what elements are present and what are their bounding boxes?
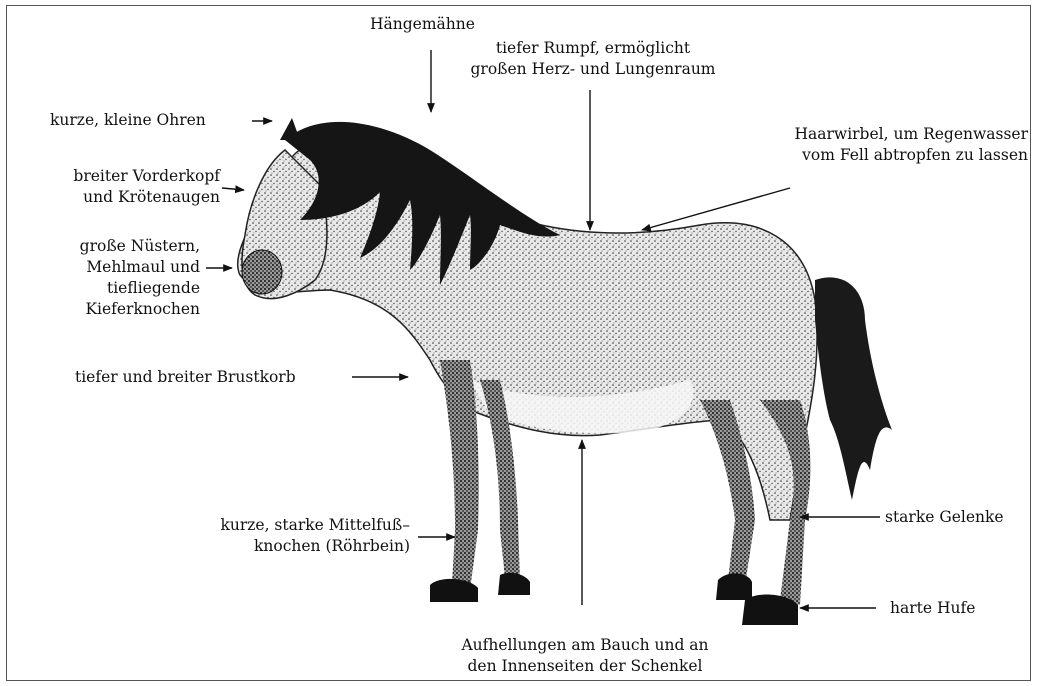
label-brustkorb: tiefer und breiter Brustkorb: [75, 367, 296, 388]
hind-hoof-right: [742, 595, 798, 625]
label-mittelfuss: kurze, starke Mittelfuß– knochen (Röhrbe…: [150, 515, 410, 557]
label-hufe: harte Hufe: [890, 598, 975, 619]
label-haengemaehne: Hängemähne: [370, 14, 475, 35]
label-vorderkopf: breiter Vorderkopf und Krötenaugen: [20, 166, 220, 208]
label-haarwirbel: Haarwirbel, um Regenwasser vom Fell abtr…: [700, 124, 1028, 166]
label-aufhellungen: Aufhellungen am Bauch und an den Innense…: [420, 635, 750, 677]
pony-tail: [815, 277, 892, 500]
label-gelenke: starke Gelenke: [885, 507, 1004, 528]
label-ohren: kurze, kleine Ohren: [50, 110, 206, 131]
arrow-vorderkopf: [222, 188, 244, 190]
label-rumpf: tiefer Rumpf, ermöglicht großen Herz- un…: [468, 38, 718, 80]
pony-ear: [280, 118, 300, 140]
label-nuestern: große Nüstern, Mehlmaul und tiefliegende…: [20, 236, 200, 320]
pony-muzzle: [242, 250, 282, 294]
front-leg-left: [440, 360, 479, 590]
front-hoof-right: [498, 573, 530, 595]
hind-hoof-left: [716, 573, 752, 600]
